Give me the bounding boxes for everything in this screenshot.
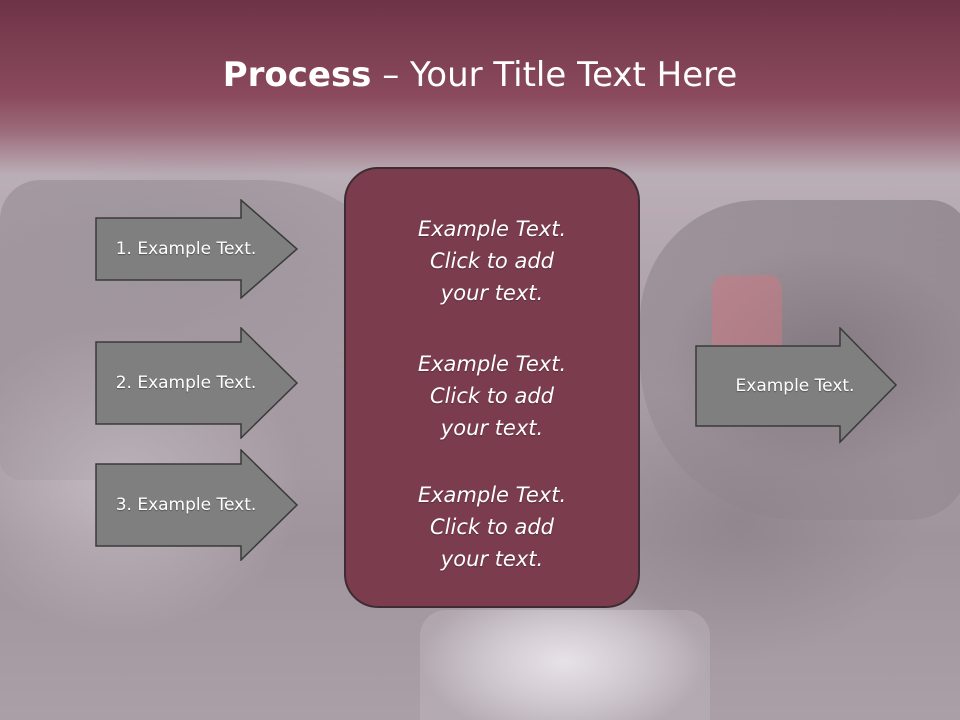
center-line: Click to add [429, 249, 554, 273]
result-arrow-shape [695, 327, 898, 444]
center-line: Example Text. [417, 352, 567, 376]
center-text-block-2[interactable]: Example Text. Click to add your text. [346, 348, 638, 444]
process-arrow-1[interactable]: 1. Example Text. [95, 199, 300, 299]
center-text-box[interactable]: Example Text. Click to add your text. Ex… [344, 167, 640, 608]
process-arrow-2[interactable]: 2. Example Text. [95, 327, 300, 439]
arrow-label-2: 2. Example Text. [115, 373, 257, 393]
center-line: Example Text. [417, 483, 567, 507]
result-arrow-label: Example Text. [735, 375, 855, 396]
center-line: your text. [440, 547, 544, 571]
result-arrow[interactable]: Example Text. [695, 327, 900, 444]
arrow-shape-3 [95, 449, 299, 561]
center-line: Click to add [429, 515, 554, 539]
arrow-shape-1 [95, 199, 299, 299]
title-bold: Process [222, 55, 372, 95]
background-headlight [420, 610, 710, 720]
center-line: Example Text. [417, 217, 567, 241]
center-line: your text. [440, 281, 544, 305]
title-banner [0, 0, 960, 175]
center-text-block-3[interactable]: Example Text. Click to add your text. [346, 479, 638, 575]
arrow-label-1: 1. Example Text. [115, 239, 257, 259]
title-rest: – Your Title Text Here [371, 55, 738, 95]
center-line: your text. [440, 416, 544, 440]
slide-title[interactable]: Process – Your Title Text Here [0, 52, 960, 98]
center-line: Click to add [429, 384, 554, 408]
center-text-block-1[interactable]: Example Text. Click to add your text. [346, 213, 638, 309]
arrow-shape-2 [95, 327, 299, 439]
process-arrow-3[interactable]: 3. Example Text. [95, 449, 300, 561]
arrow-label-3: 3. Example Text. [115, 495, 257, 515]
